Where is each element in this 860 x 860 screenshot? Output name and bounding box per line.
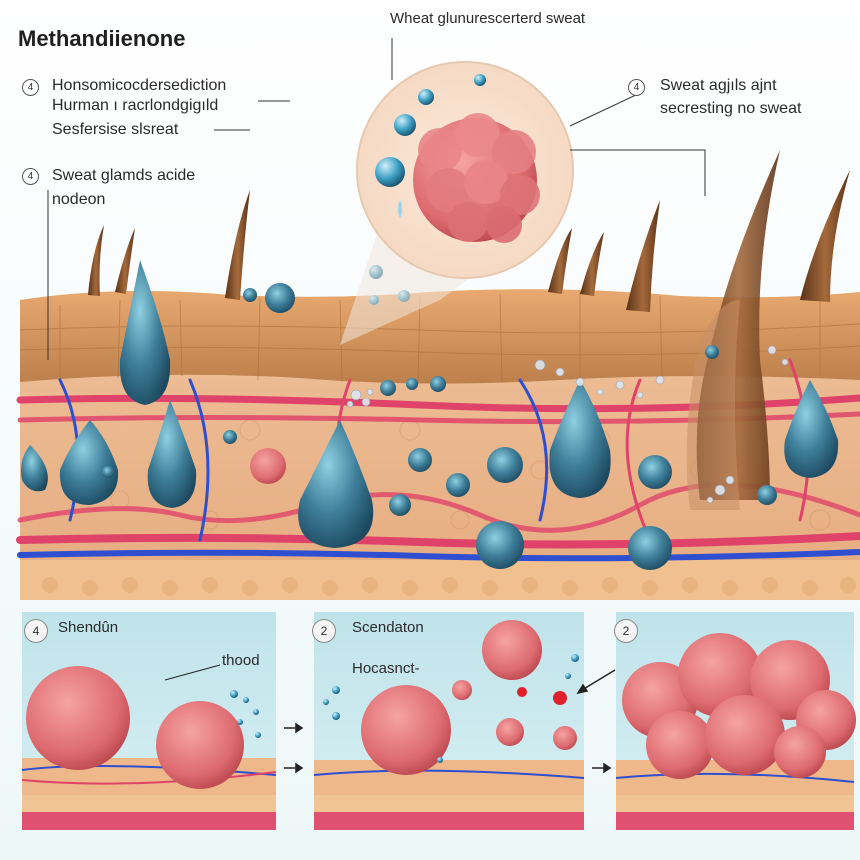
panel-1-sub-label: thood — [222, 652, 260, 669]
callout-number: 4 — [22, 79, 39, 96]
callout-left2-line1: Sweat glamds acide — [52, 167, 196, 184]
callout-left1-line3: Sesfersise slsreat — [52, 121, 179, 138]
callout-number: 4 — [628, 79, 645, 96]
callout-left1-line1: Honsomicocdersediction — [52, 77, 227, 94]
top-label: Wheat glunurescerterd sweat — [390, 10, 586, 27]
bottom-panels — [21, 612, 856, 830]
callout-left1-line2: Hurman ı racrlondgigıld — [52, 97, 219, 114]
callout-number: 4 — [22, 168, 39, 185]
sweat-glands — [21, 260, 839, 570]
sebaceous-cell-cluster — [413, 113, 540, 243]
page-title: Methandiienone — [18, 26, 186, 51]
zoom-inset — [340, 61, 574, 345]
panel-2-number: 2 — [312, 619, 336, 643]
arrow-right-icon — [164, 664, 616, 774]
callout-right1-line2: secresting no sweat — [660, 100, 802, 117]
callout-left2-line2: nodeon — [52, 191, 106, 208]
panel-2 — [313, 612, 585, 830]
leader-lines — [47, 38, 706, 360]
callout-right1-line1: Sweat agjıls ajnt — [660, 77, 777, 94]
hair-icon — [88, 150, 850, 510]
panel-3 — [615, 612, 856, 830]
panel-2-label: Scendaton — [352, 619, 424, 636]
skin-cross-section — [16, 150, 860, 600]
panel-1 — [21, 612, 277, 830]
panel-2-sub-label: Hocasnct- — [352, 660, 420, 677]
panel-1-number: 4 — [24, 619, 48, 643]
panel-1-label: Shendûn — [58, 619, 119, 636]
panel-3-number: 2 — [614, 619, 638, 643]
